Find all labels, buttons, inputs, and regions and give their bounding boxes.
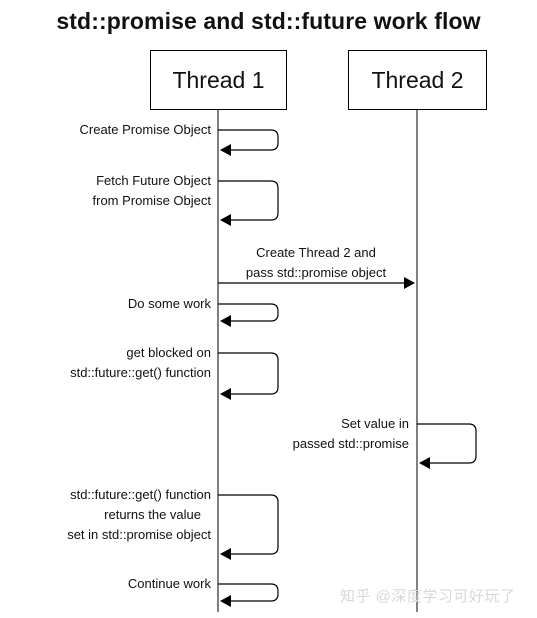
thread-1-label: Thread 1: [172, 66, 265, 93]
thread-2-label: Thread 2: [371, 66, 464, 93]
self-arrow-returns-value: [218, 494, 279, 560]
step-label-set-value: Set value in passed std::promise: [292, 416, 409, 451]
step-label-do-some-work: Do some work: [127, 296, 211, 311]
thread-1-header: Thread 1: [150, 50, 287, 110]
self-arrow-fetch-future: [218, 180, 279, 226]
step-label-continue-work: Continue work: [127, 576, 211, 591]
self-arrow-continue-work: [218, 583, 279, 607]
message-label-create-thread-2: Create Thread 2 and pass std::promise ob…: [245, 245, 387, 280]
self-arrow-set-value: [417, 423, 477, 469]
step-label-get-blocked: get blocked on std::future::get() functi…: [70, 345, 211, 380]
thread-2-header: Thread 2: [348, 50, 487, 110]
diagram-title: std::promise and std::future work flow: [56, 8, 481, 34]
watermark: 知乎 @深度学习可好玩了: [340, 588, 516, 605]
step-label-returns-value: std::future::get() function returns the …: [67, 487, 211, 542]
self-arrow-get-blocked: [218, 352, 279, 400]
step-label-create-promise: Create Promise Object: [79, 122, 212, 137]
self-arrow-create-promise: [218, 129, 279, 156]
self-arrow-do-some-work: [218, 303, 279, 327]
step-label-fetch-future: Fetch Future Object from Promise Object: [92, 173, 211, 208]
